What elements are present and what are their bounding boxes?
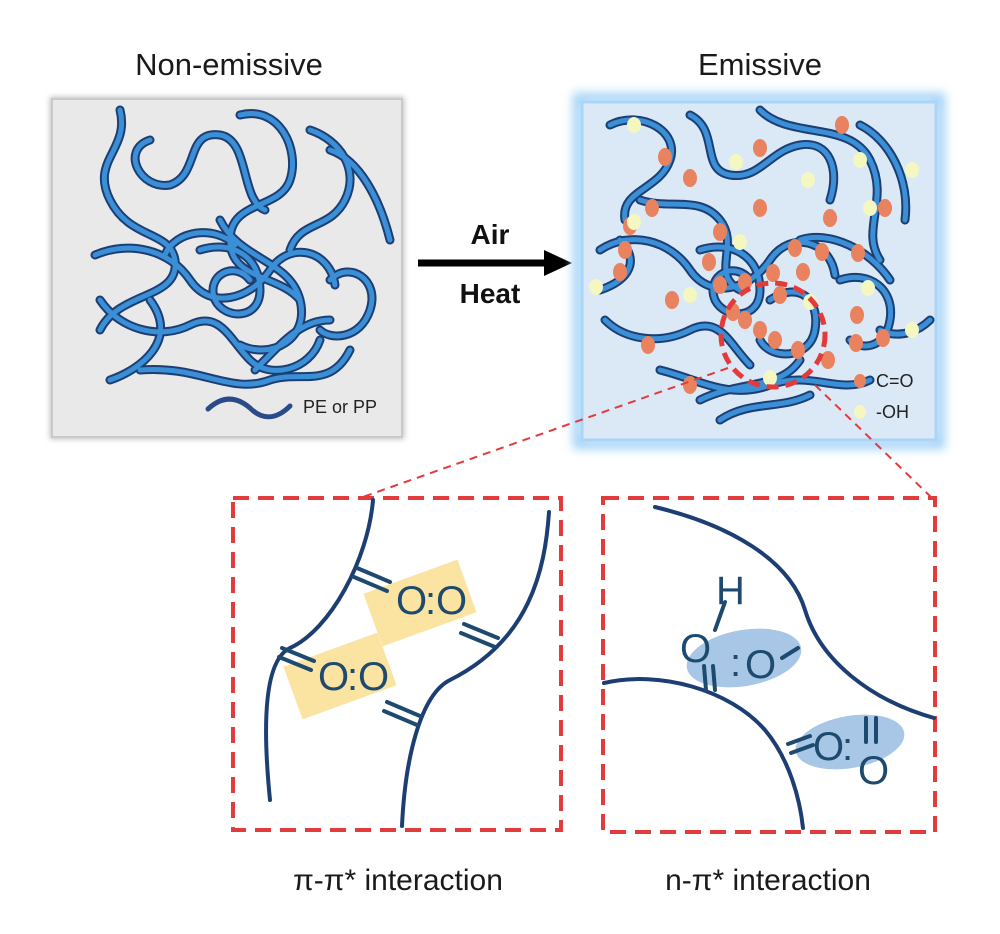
legend-pe-pp-label: PE or PP (303, 397, 377, 417)
atom-o-1: O (396, 579, 427, 623)
atom-o-4: O (358, 655, 389, 699)
arrow-head-icon (544, 250, 572, 276)
atom-o-7: O (813, 725, 844, 769)
title-emissive: Emissive (698, 47, 822, 82)
arrow-label-heat: Heat (460, 278, 521, 309)
chain-lower-strand (602, 677, 805, 830)
atom-o-2: O (436, 579, 467, 623)
lone-pair-1: : (425, 579, 436, 623)
title-non-emissive: Non-emissive (135, 47, 323, 82)
atom-o-6: O (745, 643, 776, 687)
legend-carbonyl-label: C=O (876, 371, 914, 391)
atom-o-8: O (858, 749, 889, 793)
caption-pi-pi: π-π* interaction (293, 864, 503, 897)
highlight-upper (363, 559, 477, 647)
chain-right-strand (400, 510, 551, 828)
atom-o-5: O (680, 627, 711, 671)
chain-left-strand (264, 498, 375, 802)
caption-n-pi: n-π* interaction (665, 864, 871, 897)
chain-upper-strand (653, 505, 936, 720)
chain-legend-icon (205, 396, 293, 420)
emissive-panel: C=O -OH (573, 93, 945, 449)
hydroxyl-dots (589, 117, 919, 386)
atom-h: H (716, 569, 745, 613)
lone-pair-4: : (842, 725, 853, 769)
pi-pi-inset: O : O O : O (231, 496, 563, 832)
reaction-arrow: Air Heat (418, 219, 572, 309)
atom-o-3: O (318, 655, 349, 699)
highlight-lower (283, 632, 397, 720)
zoom-line-left (359, 367, 729, 499)
non-emissive-panel: PE or PP (50, 97, 404, 439)
lone-pair-3: : (730, 641, 741, 685)
polymer-chains-left (90, 105, 395, 389)
legend-hydroxyl-label: -OH (876, 402, 909, 422)
n-pi-inset: H O : O O : O (601, 496, 937, 834)
lone-pair-2: : (347, 655, 358, 699)
arrow-label-air: Air (471, 219, 510, 250)
zoom-circle (718, 280, 828, 390)
carbonyl-legend-icon (854, 374, 866, 388)
hydroxyl-legend-icon (854, 405, 866, 419)
